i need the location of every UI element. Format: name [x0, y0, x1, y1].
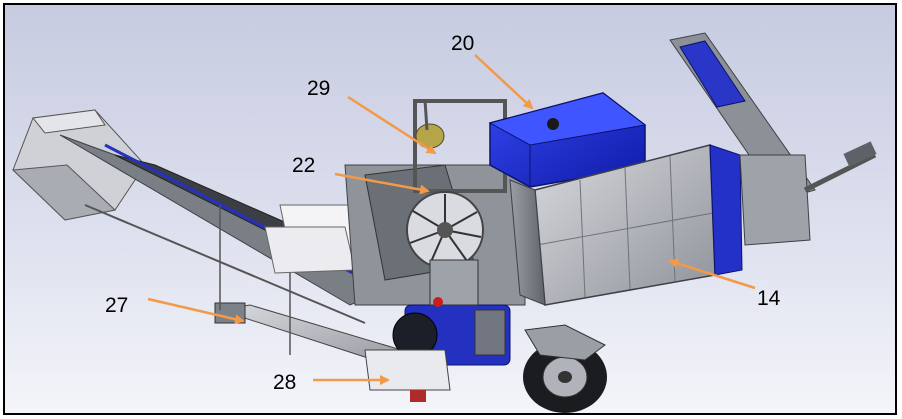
wheel — [523, 324, 607, 413]
fan-wheel — [406, 191, 484, 269]
deflector-plates — [264, 204, 361, 274]
control-box — [429, 259, 479, 307]
machine-illustration: 20 29 22 27 14 28 — [5, 5, 895, 413]
figure-frame: 20 29 22 27 14 28 — [3, 3, 897, 415]
arrow-29 — [347, 95, 437, 155]
callout-label-28: 28 — [273, 371, 296, 394]
callout-label-14: 14 — [757, 287, 781, 310]
discharge-elevator — [669, 32, 877, 246]
blue-hopper — [488, 92, 647, 188]
callout-label-22: 22 — [292, 154, 315, 177]
arrow-22 — [334, 172, 430, 195]
callout-arrows — [147, 54, 756, 385]
callout-label-27: 27 — [105, 294, 128, 317]
callout-labels: 20 29 22 27 14 28 — [105, 32, 781, 394]
arrow-20 — [474, 54, 534, 110]
callout-label-29: 29 — [307, 77, 330, 100]
callout-label-20: 20 — [451, 32, 474, 55]
arrow-14 — [668, 258, 756, 290]
arrow-27 — [147, 297, 245, 325]
